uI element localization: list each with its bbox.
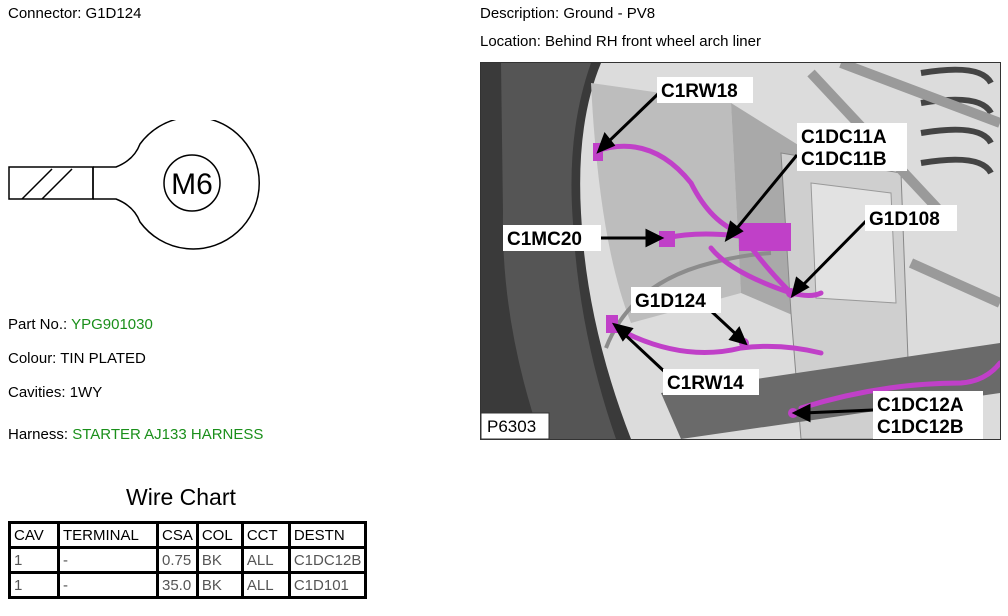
callout-c1mc20: C1MC20 (507, 229, 582, 250)
part-no-label: Part No.: (8, 316, 68, 333)
colour-value: TIN PLATED (60, 350, 146, 367)
table-header-row: CAV TERMINAL CSA COL CCT DESTN (8, 521, 368, 549)
stud-size-label: M6 (171, 168, 213, 201)
callout-g1d124: G1D124 (635, 291, 706, 312)
location-label: Location: Behind RH front wheel arch lin… (480, 33, 761, 50)
cell: - (57, 571, 159, 599)
ring-terminal-drawing: M6 (8, 116, 268, 255)
callout-c1rw14: C1RW14 (667, 373, 744, 394)
wire-chart-title: Wire Chart (126, 484, 236, 510)
col-col: COL (195, 521, 244, 549)
cell: 35.0 (156, 571, 199, 599)
col-cct: CCT (240, 521, 291, 549)
cell: 0.75 (156, 546, 199, 574)
callout-c1dc11a: C1DC11A (801, 127, 887, 148)
location-photo: C1RW18 C1DC11A C1DC11B G1D108 C1MC20 G1D… (480, 62, 1001, 440)
cell: BK (195, 546, 244, 574)
table-row: 1 - 35.0 BK ALL C1D101 (8, 571, 368, 599)
col-csa: CSA (156, 521, 199, 549)
cell: C1DC12B (287, 546, 368, 574)
part-no-value: YPG901030 (71, 316, 153, 333)
cell: ALL (240, 571, 291, 599)
col-cav: CAV (8, 521, 60, 549)
cell: - (57, 546, 159, 574)
cell: 1 (8, 546, 60, 574)
cavities-label: Cavities: (8, 384, 66, 401)
callout-c1dc12a: C1DC12A (877, 395, 964, 416)
cavities-row: Cavities: 1WY (8, 384, 102, 402)
col-destn: DESTN (287, 521, 368, 549)
col-terminal: TERMINAL (57, 521, 159, 549)
harness-label: Harness: (8, 426, 69, 443)
cavities-value: 1WY (69, 384, 103, 401)
callout-c1dc12b: C1DC12B (877, 417, 964, 438)
cell: BK (195, 571, 244, 599)
cell: C1D101 (287, 571, 368, 599)
colour-label: Colour: (8, 350, 57, 367)
part-no-row: Part No.: YPG901030 (8, 316, 153, 334)
table-row: 1 - 0.75 BK ALL C1DC12B (8, 546, 368, 574)
callout-g1d108: G1D108 (869, 209, 940, 230)
cell: ALL (240, 546, 291, 574)
callout-c1dc11b: C1DC11B (801, 149, 887, 170)
cell: 1 (8, 571, 60, 599)
picture-number: P6303 (487, 417, 536, 436)
connector-label: Connector: G1D124 (8, 5, 142, 22)
wire-chart-table: CAV TERMINAL CSA COL CCT DESTN 1 - 0.75 … (8, 521, 368, 599)
harness-row: Harness: STARTER AJ133 HARNESS (8, 426, 263, 444)
harness-value: STARTER AJ133 HARNESS (72, 426, 264, 443)
callout-c1rw18: C1RW18 (661, 81, 738, 102)
description-label: Description: Ground - PV8 (480, 5, 656, 22)
colour-row: Colour: TIN PLATED (8, 350, 146, 368)
